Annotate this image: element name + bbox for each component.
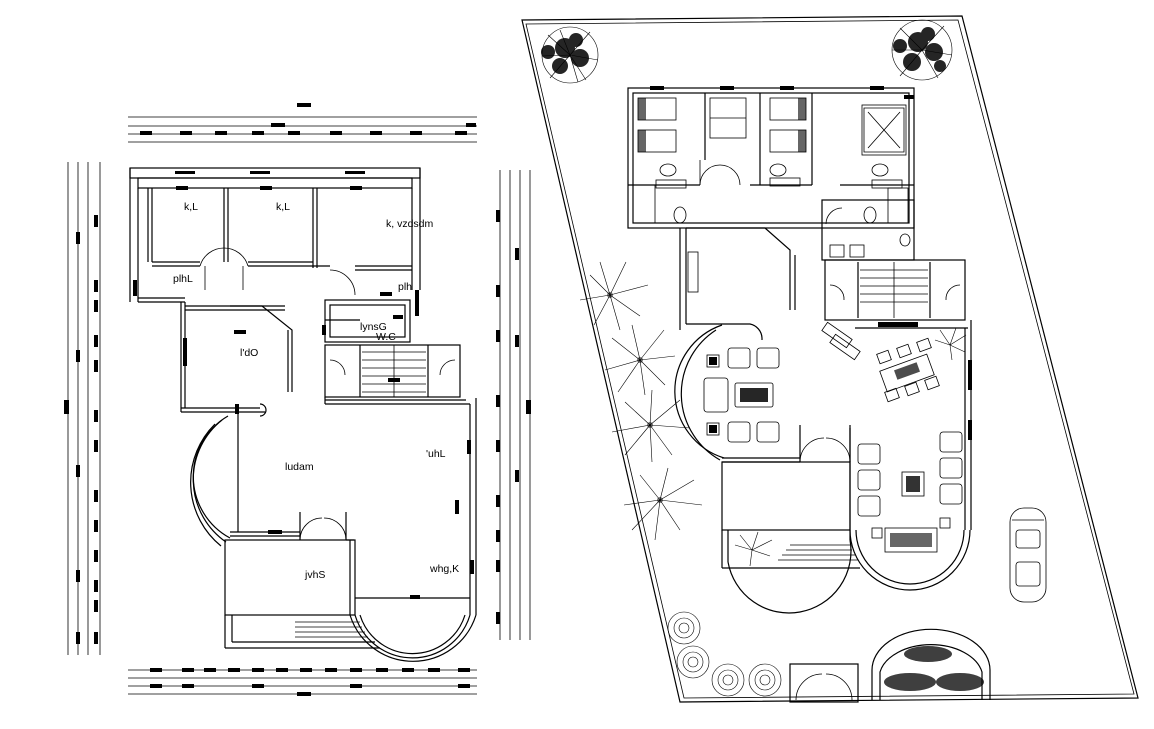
living-label: ludam	[285, 461, 314, 473]
dining-table	[876, 337, 940, 403]
ground-floor-plan: k,L k,L k, vzdsdm plhL plh lynsG W.C l'd…	[129, 167, 477, 662]
plant-icon	[734, 327, 967, 567]
car	[1009, 507, 1047, 603]
dining-label: l'dO	[240, 347, 258, 359]
wc-label: W.C	[376, 331, 396, 343]
hall-label: plhL	[173, 273, 193, 285]
terrace-label: whg,K	[429, 563, 459, 575]
bedroom-2-label: k,L	[276, 201, 290, 213]
bedroom-1-label: k,L	[184, 201, 198, 213]
sofa-set	[703, 347, 780, 443]
bath-label: plh	[398, 281, 412, 293]
dimension-lines	[64, 103, 531, 696]
reception-label: 'uhL	[426, 448, 446, 460]
shrub-icon	[667, 611, 782, 697]
storage-label: lynsG	[360, 321, 387, 333]
palm-tree-icon	[579, 261, 703, 541]
bedroom-3-label: k, vzdsdm	[386, 218, 434, 230]
entrance-label: jvhS	[304, 569, 325, 581]
site-plan	[521, 15, 1139, 703]
